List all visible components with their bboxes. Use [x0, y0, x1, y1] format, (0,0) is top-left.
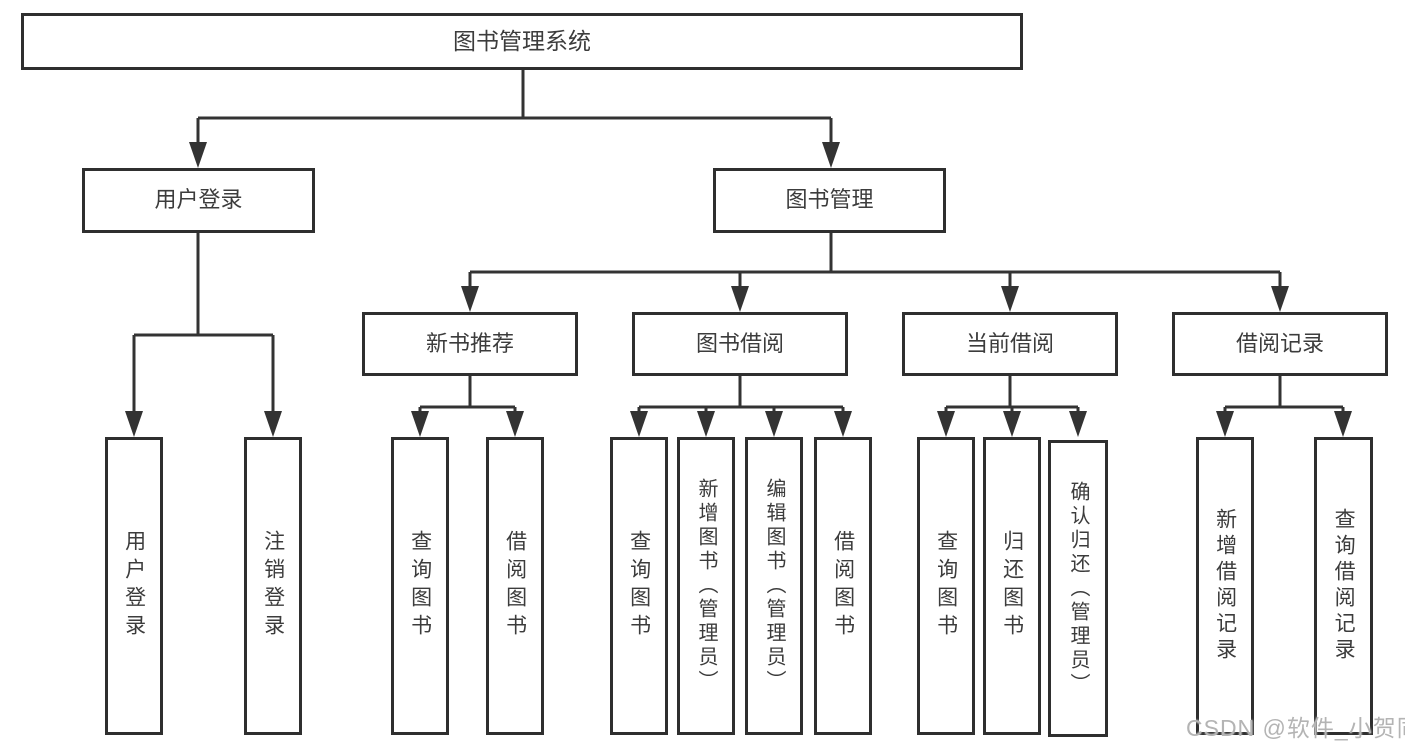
arrowheads-bookborrow-to-leaves	[630, 411, 852, 437]
leaf-confirm-return-admin: 确认归还（管理员）	[1048, 440, 1108, 737]
leaf-user-login: 用户登录	[105, 437, 163, 735]
arrowheads-bookmgmt-to-level3	[461, 286, 1289, 312]
connector-userlogin-to-leaves	[132, 233, 275, 413]
watermark-text: CSDN @软件_小贺同学	[1186, 715, 1405, 741]
node-book-borrow: 图书借阅	[632, 312, 848, 376]
leaf-logout: 注销登录	[244, 437, 302, 735]
arrowheads-currentborrow-to-leaves	[937, 411, 1087, 437]
node-current-borrow: 当前借阅	[902, 312, 1118, 376]
leaf-add-book-admin: 新增图书（管理员）	[677, 437, 735, 735]
leaf-add-borrow-record: 新增借阅记录	[1196, 437, 1254, 735]
arrowheads-newbook-to-leaves	[411, 411, 524, 437]
leaf-query-books-borrow: 查询图书	[610, 437, 668, 735]
connector-root-to-level2	[196, 70, 833, 146]
connector-newbook-to-leaves	[418, 375, 517, 413]
node-borrow-records: 借阅记录	[1172, 312, 1388, 376]
node-root: 图书管理系统	[21, 13, 1023, 70]
node-new-book-recommend: 新书推荐	[362, 312, 578, 376]
node-book-management: 图书管理	[713, 168, 946, 233]
leaf-query-books-current: 查询图书	[917, 437, 975, 735]
arrowheads-userlogin-to-leaves	[125, 411, 282, 437]
leaf-query-books-recommend: 查询图书	[391, 437, 449, 735]
arrowheads-root-to-level2	[189, 142, 840, 168]
connector-currentborrow-to-leaves	[944, 375, 1080, 413]
leaf-borrow-books-recommend: 借阅图书	[486, 437, 544, 735]
leaf-query-borrow-record: 查询借阅记录	[1314, 437, 1373, 735]
leaf-borrow-books-borrow: 借阅图书	[814, 437, 872, 735]
connector-bookborrow-to-leaves	[637, 375, 845, 413]
arrowheads-records-to-leaves	[1216, 411, 1352, 437]
connector-records-to-leaves	[1223, 375, 1345, 413]
leaf-edit-book-admin: 编辑图书（管理员）	[745, 437, 803, 735]
leaf-return-book: 归还图书	[983, 437, 1041, 735]
connector-bookmgmt-to-level3	[468, 233, 1282, 288]
node-user-login: 用户登录	[82, 168, 315, 233]
